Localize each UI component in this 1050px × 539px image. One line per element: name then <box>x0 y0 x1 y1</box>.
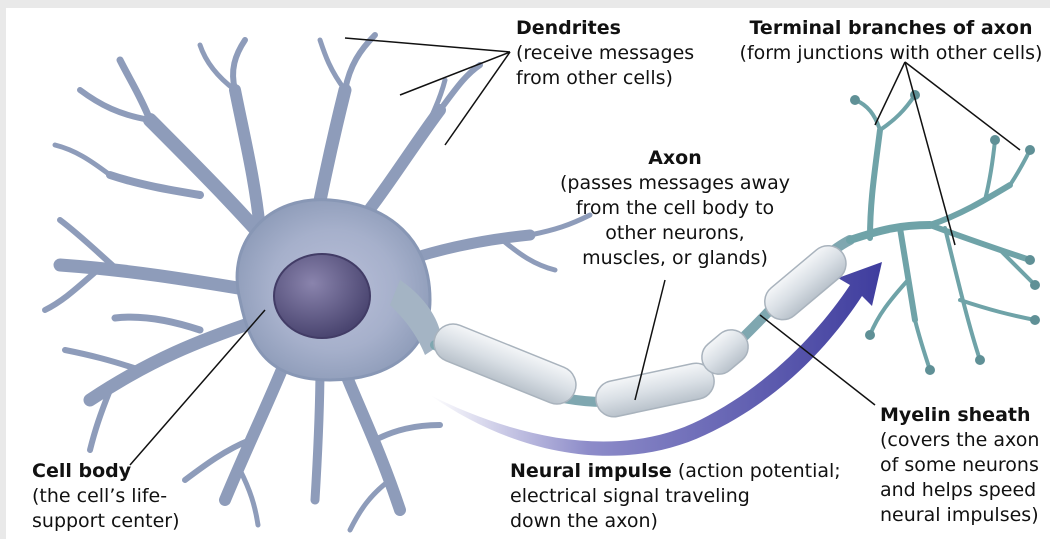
impulse-title: Neural impulse <box>510 460 672 482</box>
dendrites-title: Dendrites <box>516 17 621 39</box>
cellbody-desc-2: support center) <box>32 509 180 534</box>
terminal-title: Terminal branches of axon <box>736 16 1046 41</box>
axon-desc-3: other neurons, <box>545 221 805 246</box>
terminal-branches <box>850 95 1035 370</box>
dendrites-desc-2: from other cells) <box>516 66 694 91</box>
myelin-desc-2: of some neurons <box>880 453 1039 478</box>
impulse-inline: (action potential; <box>672 460 841 482</box>
impulse-desc-2: down the axon) <box>510 509 841 534</box>
myelin-desc-4: neural impulses) <box>880 503 1039 528</box>
axon-desc-1: (passes messages away <box>545 171 805 196</box>
axon-desc-2: from the cell body to <box>545 196 805 221</box>
label-cell-body: Cell body (the cell’s life- support cent… <box>32 459 180 534</box>
label-dendrites: Dendrites (receive messages from other c… <box>516 16 694 91</box>
axon-title: Axon <box>545 146 805 171</box>
dendrites-desc-1: (receive messages <box>516 41 694 66</box>
label-terminal-branches: Terminal branches of axon (form junction… <box>736 16 1046 66</box>
myelin-title: Myelin sheath <box>880 403 1039 428</box>
cellbody-title: Cell body <box>32 459 180 484</box>
nucleus <box>274 254 370 338</box>
label-myelin-sheath: Myelin sheath (covers the axon of some n… <box>880 403 1039 528</box>
label-neural-impulse: Neural impulse (action potential; electr… <box>510 459 841 534</box>
myelin-desc-3: and helps speed <box>880 478 1039 503</box>
cellbody-desc-1: (the cell’s life- <box>32 484 180 509</box>
label-axon: Axon (passes messages away from the cell… <box>545 146 805 271</box>
impulse-desc-1: electrical signal traveling <box>510 484 841 509</box>
axon-desc-4: muscles, or glands) <box>545 246 805 271</box>
myelin-desc-1: (covers the axon <box>880 428 1039 453</box>
terminal-desc-1: (form junctions with other cells) <box>736 41 1046 66</box>
